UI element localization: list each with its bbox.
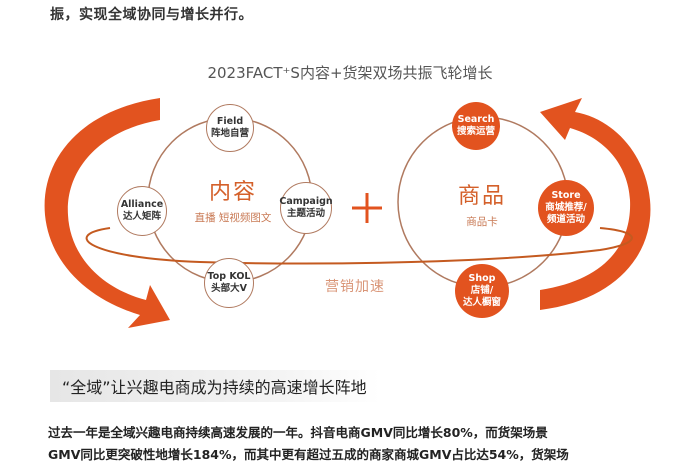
content-subtitle: 直播 短视频图文 [194,212,272,224]
node-alliance: Alliance 达人矩阵 [117,186,167,236]
body-line-2: GMV同比更突破性地增长184%，而其中更有超过五成的商家商城GMV占比达54%… [48,447,569,462]
node-search: Search 搜索运营 [452,102,500,150]
body-line-1: 过去一年是全域兴趣电商持续高速发展的一年。抖音电商GMV同比增长80%，而货架场… [48,425,548,440]
orbit-line [85,227,633,265]
goods-subtitle: 商品卡 [466,216,498,228]
content-center: 内容 直播 短视频图文 [178,174,288,225]
section-heading: “全域”让兴趣电商成为持续的高速增长阵地 [50,370,380,402]
node-top-kol: Top KOL 头部大V [204,258,254,308]
content-title: 内容 [208,180,257,205]
right-flywheel-arrow-icon [540,98,651,310]
node-campaign: Campaign 主题活动 [279,182,333,234]
marketing-label: 营销加速 [325,279,385,295]
node-store: Store 商城推荐/ 频道活动 [538,180,594,236]
left-flywheel-arrow-icon [44,98,170,328]
flywheel-diagram [44,98,651,328]
diagram-title: 2023FACT⁺S内容+货架双场共振飞轮增长 [207,64,493,82]
goods-title: 商品 [457,184,506,209]
node-shop: Shop 店铺/ 达人橱窗 [455,264,509,318]
intro-text: 振，实现全域协同与增长并行。 [50,7,253,23]
body-paragraph: 过去一年是全域兴趣电商持续高速发展的一年。抖音电商GMV同比增长80%，而货架场… [48,422,688,466]
goods-center: 商品 商品卡 [430,178,534,229]
node-field: Field 阵地自营 [206,104,254,152]
